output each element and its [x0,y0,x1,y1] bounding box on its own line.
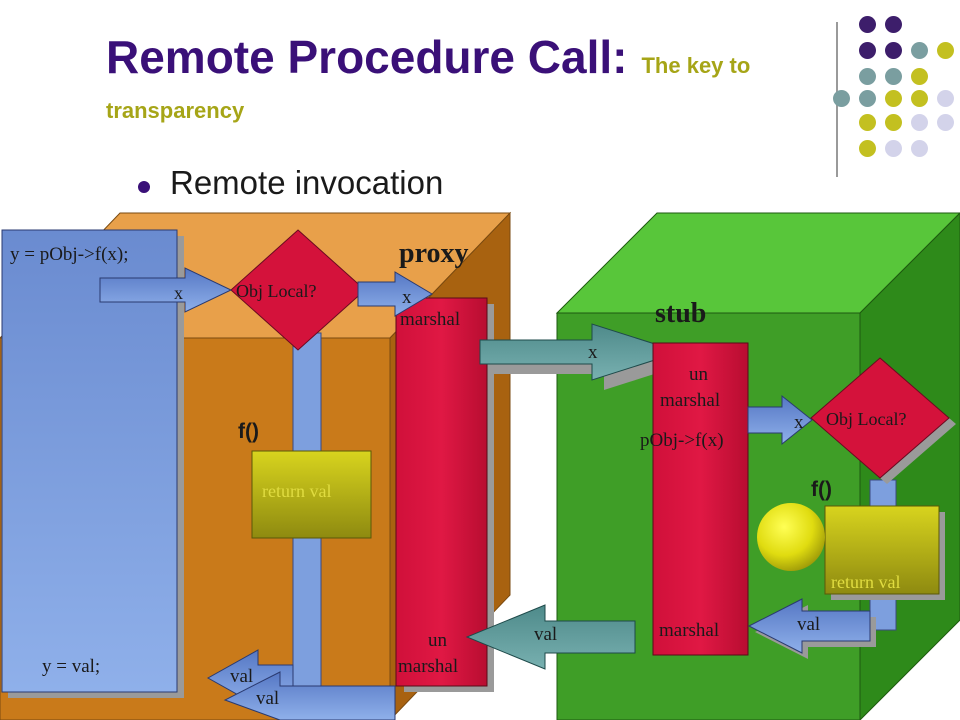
proxy-val-arrow-2 [223,671,396,720]
stub-func-label: f() [811,478,832,501]
proxy-return-label: return val [262,481,332,501]
proxy-unmarshal-label-2: marshal [398,656,459,677]
stub-marshal-bar [652,342,749,656]
stub-val-label: val [797,614,821,635]
title-text: Remote Procedure Call: [106,31,628,83]
proxy-unmarshal-label-1: un [428,630,447,651]
stub-label: stub [655,298,707,329]
subtitle-text-2: transparency [106,98,245,123]
network-request-label: x [588,342,598,363]
proxy-decision-label: Obj Local? [236,281,317,301]
proxy-marshal-x-label: x [402,287,412,308]
subtitle-text-1: The key to [641,53,751,78]
stub-marshal-label: marshal [659,620,720,641]
network-response-label: val [534,624,558,645]
proxy-val-label-2: val [256,688,280,709]
bullet-icon [138,181,150,193]
client-result-text: y = val; [42,656,101,677]
stub-arrow-x-label: x [794,412,804,433]
network-response-arrow [465,604,636,670]
client-to-proxy-arrow [99,267,233,313]
proxy-marshal-bar [395,297,488,687]
stub-call-label: pObj->f(x) [640,430,724,451]
proxy-marshal-label: marshal [400,309,461,330]
stub-return-box [824,505,940,595]
proxy-to-marshal-arrow [357,271,433,317]
object-sphere-icon [757,503,825,571]
stub-to-decision-arrow [747,394,813,446]
client-panel [1,229,178,693]
stub-decision-label: Obj Local? [826,409,907,429]
stub-decision-diamond [810,357,950,479]
stub-unmarshal-label-2: marshal [660,390,721,411]
network-request-arrow [479,323,682,381]
proxy-val-label-1: val [230,666,254,687]
decoration-dot-grid [0,0,960,180]
proxy-return-box [251,450,372,539]
proxy-label: proxy [399,238,469,269]
stub-unmarshal-label-1: un [689,364,708,385]
proxy-decision-diamond [230,229,366,351]
slide-title: Remote Procedure Call: The key to [106,30,750,84]
proxy-func-label: f() [238,420,259,443]
client-call-text: y = pObj->f(x); [10,244,129,265]
bullet-text: Remote invocation [170,164,444,201]
stub-return-label: return val [831,572,901,592]
client-arrow-x-label: x [174,283,183,303]
stub-return-arrow [747,598,871,654]
